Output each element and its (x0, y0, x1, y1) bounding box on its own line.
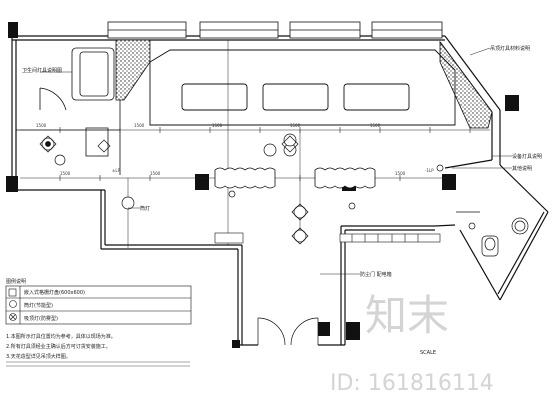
legend-row-text: 嵌入式格栅灯盘(600x600) (24, 289, 85, 296)
legend-title: 图例说明 (6, 278, 26, 285)
level-mark: -1LP (425, 168, 434, 173)
ceiling-island (149, 49, 456, 126)
legend-box (5, 285, 192, 325)
legend-row-text: 筒灯(节能型) (24, 302, 53, 309)
note-line: 3.天花造型详见吊顶大样图。 (6, 353, 71, 360)
callout-downlight: 筒灯 (140, 205, 150, 212)
top-windows (107, 21, 443, 39)
dim-label: 1500 (212, 123, 223, 128)
dim-label: 1500 (36, 123, 47, 128)
light-diamonds (39, 135, 309, 245)
callout-other: 其他说明 (512, 165, 532, 172)
hatched-planters (115, 39, 493, 129)
note-line: 1.本图所示灯具位置均为参考，具体以现场为准。 (6, 333, 116, 340)
legend-square-symbol (8, 288, 17, 297)
pendant-fixtures (214, 167, 376, 189)
dim-label: 1500 (134, 123, 145, 128)
dim-label: 1500 (395, 171, 406, 176)
legend-circle-x-symbol (9, 313, 17, 321)
restroom-fixtures (456, 211, 529, 257)
callout-equipment-light: 设备灯具说明 (512, 153, 542, 160)
dimension-lines (20, 40, 490, 248)
watermark-id: ID: 161816114 (330, 371, 494, 396)
dim-label: 1500 (60, 171, 71, 176)
note-line: 2.所有灯具须经业主确认后方可订货安装施工。 (6, 343, 111, 350)
entrance-doors (257, 317, 319, 346)
dim-label: 1500 (370, 123, 381, 128)
legend-circle-symbol (9, 300, 17, 308)
dim-label: 1500 (290, 123, 301, 128)
light-symbols (41, 133, 526, 243)
callout-restroom: 卫生间灯具说明图 (22, 67, 62, 74)
callouts (40, 47, 512, 275)
dim-label: 1500 (150, 171, 161, 176)
scale-label: SCALE (420, 350, 436, 356)
dimension-labels: 1500 1500 1500 1500 1500 1500 1500 1500 … (36, 123, 434, 176)
exterior-walls (11, 35, 549, 346)
watermark-brand: 知末 (365, 291, 449, 340)
callout-entrance: 防尘门 配电箱 (360, 271, 392, 278)
level-mark: ±LP (112, 168, 121, 173)
cabinet-run (214, 232, 441, 244)
note-underlines (6, 361, 190, 367)
legend-row-text: 吸顶灯(防雾型) (24, 315, 58, 322)
callout-ceiling-material: 吊顶灯具材料说明 (490, 45, 530, 52)
